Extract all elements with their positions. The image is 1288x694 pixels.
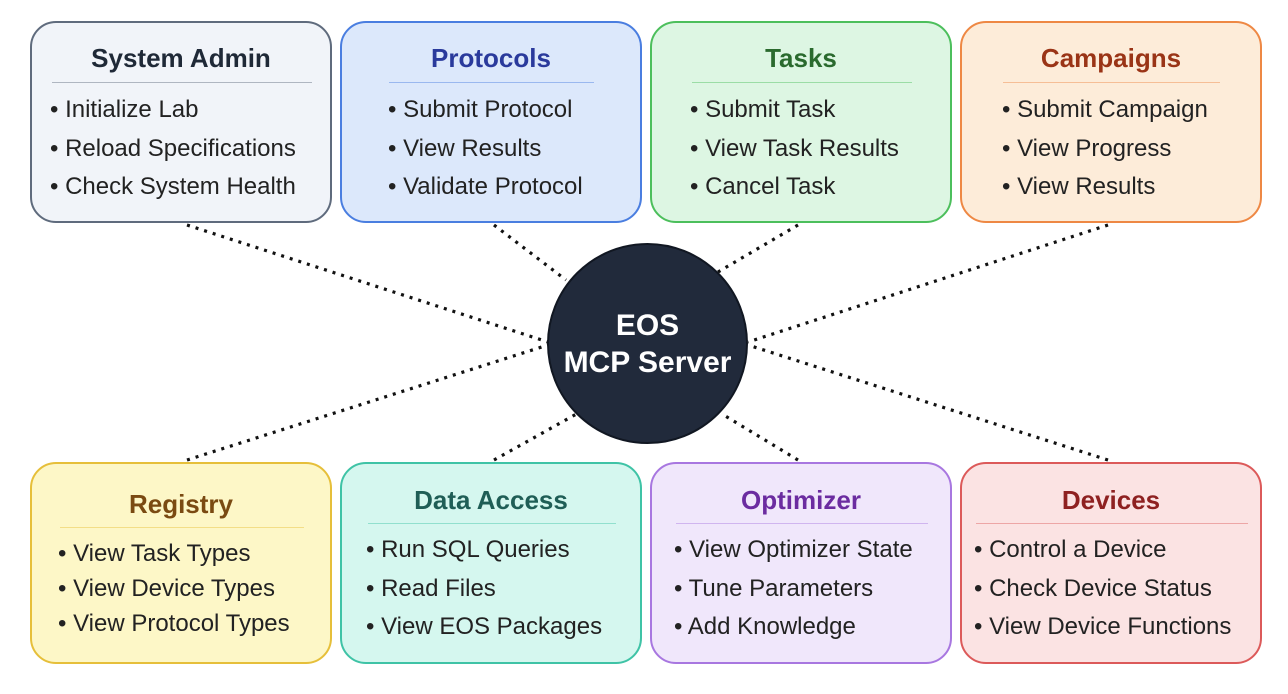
card-title: Optimizer — [741, 485, 861, 515]
card-divider — [976, 523, 1248, 524]
list-item: • Initialize Lab — [50, 96, 199, 123]
connector-data-access — [493, 410, 581, 462]
connector-protocols — [493, 223, 567, 282]
card-title: Registry — [128, 489, 234, 519]
list-item: • Tune Parameters — [674, 574, 874, 602]
card-divider — [60, 527, 304, 528]
card-title: Devices — [1061, 485, 1161, 515]
list-item: • Submit Protocol — [388, 96, 573, 123]
connector-campaigns — [747, 223, 1109, 344]
card-optimizer: Optimizer • View Optimizer State • Tune … — [650, 462, 952, 664]
card-item-list: • Run SQL Queries • Read Files • View EO… — [366, 531, 602, 647]
card-data-access: Data Access • Run SQL Queries • Read Fil… — [340, 462, 642, 664]
list-item: • View Task Types — [58, 540, 251, 567]
list-item: • Check Device Status — [974, 574, 1212, 602]
list-item: • Check System Health — [50, 173, 296, 200]
card-item-list: • View Task Types • View Device Types • … — [58, 536, 290, 641]
list-item: • Read Files — [366, 574, 496, 602]
card-item-list: • Control a Device • Check Device Status… — [974, 531, 1231, 647]
list-item: • Control a Device — [974, 536, 1167, 563]
card-item-list: • Submit Task • View Task Results • Canc… — [690, 91, 899, 207]
card-divider — [692, 82, 912, 83]
connector-tasks — [717, 223, 799, 274]
hub-node: EOS MCP Server — [547, 243, 748, 444]
card-divider — [676, 523, 928, 524]
card-item-list: • Submit Protocol • View Results • Valid… — [388, 91, 583, 207]
card-devices: Devices • Control a Device • Check Devic… — [960, 462, 1262, 664]
list-item: • View Optimizer State — [674, 536, 913, 563]
list-item: • Run SQL Queries — [366, 536, 570, 563]
list-item: • Submit Campaign — [1002, 96, 1208, 123]
connector-system-admin — [186, 223, 549, 344]
connector-devices — [747, 343, 1109, 462]
list-item: • Validate Protocol — [388, 173, 583, 200]
hub-title-line-1: EOS — [615, 308, 680, 342]
card-divider — [368, 523, 616, 524]
list-item: • Reload Specifications — [50, 134, 296, 162]
list-item: • View Device Types — [58, 575, 275, 602]
list-item: • Submit Task — [690, 96, 836, 123]
list-item: • View Task Results — [690, 134, 899, 162]
list-item: • View Results — [1002, 173, 1156, 200]
list-item: • Cancel Task — [690, 173, 836, 200]
card-divider — [389, 82, 594, 83]
card-system-admin: System Admin • Initialize Lab • Reload S… — [30, 21, 332, 223]
card-item-list: • View Optimizer State • Tune Parameters… — [674, 531, 913, 647]
card-title: System Admin — [91, 43, 271, 73]
list-item: • View Protocol Types — [58, 610, 290, 637]
card-title: Data Access — [414, 485, 568, 515]
card-item-list: • Initialize Lab • Reload Specifications… — [50, 91, 296, 207]
list-item: • View Device Functions — [974, 613, 1232, 640]
card-title: Campaigns — [1040, 43, 1182, 73]
list-item: • View Progress — [1002, 134, 1172, 162]
list-item: • View Results — [388, 134, 542, 162]
card-item-list: • Submit Campaign • View Progress • View… — [1002, 91, 1208, 207]
card-tasks: Tasks • Submit Task • View Task Results … — [650, 21, 952, 223]
card-campaigns: Campaigns • Submit Campaign • View Progr… — [960, 21, 1262, 223]
card-title: Protocols — [431, 43, 551, 73]
card-protocols: Protocols • Submit Protocol • View Resul… — [340, 21, 642, 223]
card-divider — [52, 82, 312, 83]
card-divider — [1003, 82, 1220, 83]
card-registry: Registry • View Task Types • View Device… — [30, 462, 332, 664]
list-item: • View EOS Packages — [366, 613, 603, 640]
connector-registry — [186, 343, 549, 462]
card-title: Tasks — [765, 43, 837, 73]
connector-optimizer — [721, 412, 799, 462]
hub-title-line-2: MCP Server — [563, 345, 732, 379]
list-item: • Add Knowledge — [674, 613, 856, 640]
